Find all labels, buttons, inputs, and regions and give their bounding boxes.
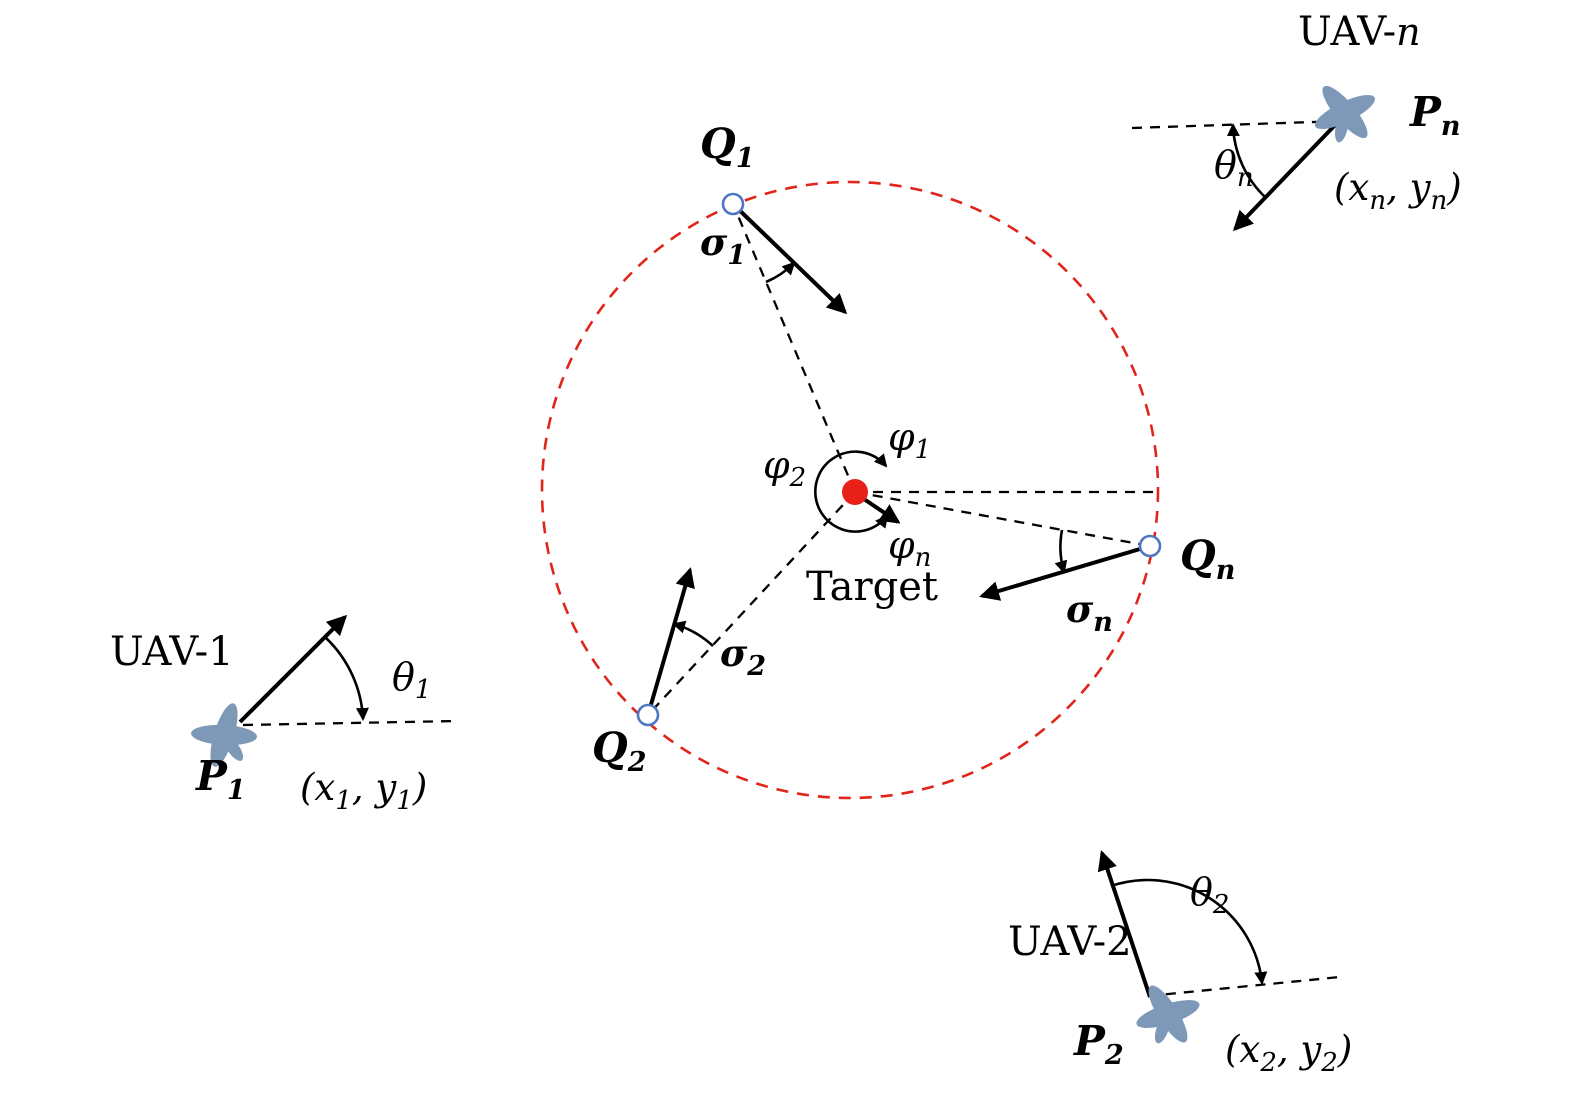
uav2-name-label: UAV-2 xyxy=(1008,919,1132,965)
sigman-label: σn xyxy=(1066,587,1113,638)
uav1-coords-label: (x1, y1) xyxy=(300,766,427,816)
uavn-coords-label: (xn, yn) xyxy=(1334,166,1462,216)
sigma1-label: σ1 xyxy=(700,220,746,271)
labels: Q1 Q2 Qn σ1 σ2 σn φ1 φ2 φn Target UAV-1 … xyxy=(110,9,1462,1078)
line-uav1-reference-axis xyxy=(242,719,459,727)
qn-label: Qn xyxy=(1180,532,1235,586)
heading-arrows xyxy=(238,121,1339,998)
theta2-angle-arc xyxy=(1110,878,1268,985)
q1-heading-arrow xyxy=(731,202,848,315)
line-uavn-reference-axis xyxy=(1131,119,1345,130)
line-uav2-reference-axis xyxy=(1147,975,1341,998)
uav1-heading-arrow xyxy=(238,614,348,724)
theta2-label: θ2 xyxy=(1190,870,1229,920)
target-dot xyxy=(842,479,868,505)
point-markers xyxy=(636,192,1162,727)
line-target-to-qn xyxy=(854,490,1151,548)
uav2-coords-label: (x2, y2) xyxy=(1225,1028,1352,1078)
uavn-icon xyxy=(1307,77,1383,150)
target-label: Target xyxy=(806,564,938,610)
uav1-name-label: UAV-1 xyxy=(110,629,234,675)
thetan-label: θn xyxy=(1214,143,1254,193)
qn-waypoint-marker xyxy=(1138,534,1162,558)
sigma2-label: σ2 xyxy=(720,631,766,682)
q1-label: Q1 xyxy=(700,120,755,174)
q2-label: Q2 xyxy=(592,724,647,778)
q2-waypoint-marker xyxy=(636,703,660,727)
sigman-angle-arc xyxy=(1054,529,1068,574)
q2-heading-arrow xyxy=(646,567,695,716)
uavn-name-label: UAV-n xyxy=(1298,9,1421,55)
uav2-heading-arrow xyxy=(1097,850,1152,998)
phi2-label: φ2 xyxy=(763,443,806,493)
sigma2-angle-arc xyxy=(672,620,714,647)
thetan-angle-arc xyxy=(1226,123,1267,199)
dashed-lines xyxy=(242,119,1345,998)
line-target-to-q1 xyxy=(731,203,857,493)
theta1-label: θ1 xyxy=(392,655,431,705)
phi1-label: φ1 xyxy=(888,415,931,465)
q1-waypoint-marker xyxy=(721,192,745,216)
phin-label: φn xyxy=(888,523,931,573)
phi-rotation-arrow xyxy=(813,450,889,533)
line-target-to-q2 xyxy=(647,491,856,716)
orbit-circle xyxy=(540,180,1160,800)
p2-label: P2 xyxy=(1073,1017,1124,1071)
sigma1-angle-arc xyxy=(765,261,796,284)
angle-arcs xyxy=(325,123,1268,985)
pn-label: Pn xyxy=(1409,88,1460,142)
uavn-heading-arrow xyxy=(1232,121,1339,232)
theta1-angle-arc xyxy=(325,637,369,721)
p1-label: P1 xyxy=(195,752,246,806)
uav2-icon xyxy=(1127,976,1208,1055)
